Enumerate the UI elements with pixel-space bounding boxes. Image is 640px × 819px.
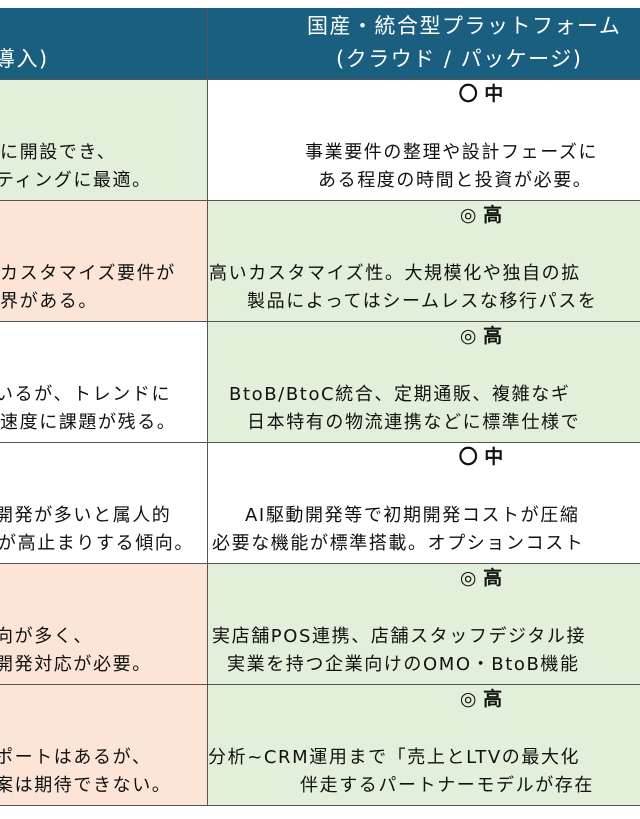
row-5-left-line-2: 開発対応が必要。 <box>0 654 152 675</box>
row-1-left-line-2: ティングに最適。 <box>0 170 152 191</box>
row-2-right-line-2: 製品によってはシームレスな移行パスを <box>247 291 598 312</box>
row-3-left-line-1: いるが、トレンドに <box>0 384 172 405</box>
row-1-right-cell: 〇 中 事業要件の整理や設計フェーズに ある程度の時間と投資が必要。 <box>208 80 640 201</box>
row-6-left-line-2: 案は期待できない。 <box>0 775 172 796</box>
row-6-left-cell: ポートはあるが、 案は期待できない。 <box>0 685 208 806</box>
row-5-right-line-2: 実業を持つ企業向けのOMO・BtoB機能 <box>227 654 580 675</box>
row-2-right-cell: ◎ 高 高いカスタマイズ性。大規模化や独自の拡 製品によってはシームレスな移行パ… <box>208 201 640 322</box>
row-2-right-line-1: 高いカスタマイズ性。大規模化や独自の拡 <box>209 263 581 284</box>
header-left-cell: 導入) <box>0 8 208 80</box>
row-6-right-line-2: 伴走するパートナーモデルが存在 <box>300 775 594 796</box>
row-5-left-line-1: 向が多く、 <box>0 626 93 647</box>
row-3-right-line-1: BtoB/BtoC統合、定期通販、複雑なギ <box>229 384 571 405</box>
row-3-right-line-2: 日本特有の物流連携などに標準仕様で <box>247 412 581 433</box>
row-6-right-line-1: 分析~CRM運用まで「売上とLTVの最大化 <box>208 747 581 768</box>
row-1-left-line-1: に開設でき、 <box>0 142 117 163</box>
row-2-left-cell: カスタマイズ要件が 界がある。 <box>0 201 208 322</box>
row-5-right-line-1: 実店舗POS連携、店舗スタッフデジタル接 <box>212 626 587 647</box>
row-2-rating: ◎ 高 <box>459 204 503 226</box>
row-6-left-line-1: ポートはあるが、 <box>0 747 152 768</box>
header-right-title-line1: 国産・統合型プラットフォーム <box>307 14 622 38</box>
row-3-rating: ◎ 高 <box>459 325 503 347</box>
row-2-left-line-2: 界がある。 <box>0 291 98 312</box>
row-6-right-cell: ◎ 高 分析~CRM運用まで「売上とLTVの最大化 伴走するパートナーモデルが存… <box>208 685 640 806</box>
row-3-left-cell: いるが、トレンドに 速度に課題が残る。 <box>0 322 208 443</box>
row-4-rating: 〇 中 <box>458 446 504 468</box>
row-6-rating: ◎ 高 <box>459 688 503 710</box>
row-5-rating: ◎ 高 <box>459 567 503 589</box>
row-4-left-line-2: が高止まりする傾向。 <box>0 533 194 554</box>
row-2-left-line-1: カスタマイズ要件が <box>0 263 176 284</box>
comparison-table: 導入) 国産・統合型プラットフォーム (クラウド / パッケージ) に開設でき、… <box>0 8 640 806</box>
header-right-title-line2: (クラウド / パッケージ) <box>336 47 583 71</box>
row-1-right-line-2: ある程度の時間と投資が必要。 <box>318 170 593 191</box>
row-1-rating: 〇 中 <box>458 83 504 105</box>
row-4-left-line-1: 開発が多いと属人的 <box>0 505 172 526</box>
row-3-right-cell: ◎ 高 BtoB/BtoC統合、定期通販、複雑なギ 日本特有の物流連携などに標準… <box>208 322 640 443</box>
header-right-cell: 国産・統合型プラットフォーム (クラウド / パッケージ) <box>208 8 640 80</box>
row-1-right-line-1: 事業要件の整理や設計フェーズに <box>305 142 599 163</box>
row-4-right-line-2: 必要な機能が標準搭載。オプションコスト <box>212 533 585 554</box>
row-4-right-line-1: AI駆動開発等で初期開発コストが圧縮 <box>245 505 580 526</box>
row-5-right-cell: ◎ 高 実店舗POS連携、店舗スタッフデジタル接 実業を持つ企業向けのOMO・B… <box>208 564 640 685</box>
row-3-left-line-2: 速度に課題が残る。 <box>0 412 177 433</box>
row-1-left-cell: に開設でき、 ティングに最適。 <box>0 80 208 201</box>
row-5-left-cell: 向が多く、 開発対応が必要。 <box>0 564 208 685</box>
row-4-right-cell: 〇 中 AI駆動開発等で初期開発コストが圧縮 必要な機能が標準搭載。オプションコ… <box>208 443 640 564</box>
header-left-title: 導入) <box>0 47 49 71</box>
row-4-left-cell: 開発が多いと属人的 が高止まりする傾向。 <box>0 443 208 564</box>
